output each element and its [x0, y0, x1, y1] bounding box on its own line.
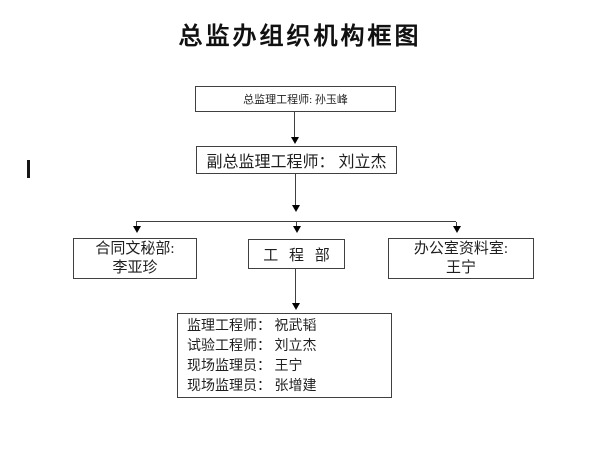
arrow-down-icon: [293, 226, 301, 233]
arrow-down-icon: [291, 137, 299, 144]
node-staff-list: 监理工程师： 祝武韬 试验工程师： 刘立杰 现场监理员： 王宁 现场监理员： 张…: [177, 313, 392, 398]
node-office-title: 办公室资料室:: [413, 240, 509, 257]
arrow-down-icon: [292, 205, 300, 212]
page-title: 总监办组织机构框图: [178, 24, 422, 50]
connector-drop-right-line: [456, 222, 457, 226]
staff-line: 试验工程师： 刘立杰: [187, 339, 317, 354]
node-chief-label: 总监理工程师: 孙玉峰: [243, 94, 348, 106]
connector-chief-to-deputy-line: [294, 112, 295, 138]
text-cursor: [27, 160, 30, 178]
arrow-down-icon: [133, 226, 141, 233]
arrow-down-icon: [453, 226, 461, 233]
connector-engineering-to-staff-line: [295, 269, 296, 304]
node-office-person: 王宁: [445, 259, 476, 276]
node-office-archives-dept: 办公室资料室: 王宁: [388, 238, 534, 279]
connector-drop-middle-line: [296, 222, 297, 226]
connector-deputy-down-line: [295, 174, 296, 206]
staff-line: 现场监理员： 王宁: [187, 359, 303, 374]
node-deputy-label: 副总监理工程师： 刘立杰: [206, 154, 387, 171]
connector-distribution-line: [136, 221, 456, 222]
node-deputy-chief-supervision-engineer: 副总监理工程师： 刘立杰: [196, 146, 397, 174]
node-engineering-label: 工 程 部: [263, 247, 330, 264]
node-contract-secretary-dept: 合同文秘部: 李亚珍: [73, 238, 197, 279]
node-engineering-dept: 工 程 部: [248, 239, 345, 269]
node-contract-person: 李亚珍: [112, 259, 158, 276]
staff-line: 监理工程师： 祝武韬: [187, 319, 317, 334]
arrow-down-icon: [292, 303, 300, 310]
node-chief-supervision-engineer: 总监理工程师: 孙玉峰: [195, 86, 396, 112]
staff-line: 现场监理员： 张增建: [187, 379, 317, 394]
node-contract-title: 合同文秘部:: [95, 240, 175, 257]
connector-drop-left-line: [136, 222, 137, 226]
